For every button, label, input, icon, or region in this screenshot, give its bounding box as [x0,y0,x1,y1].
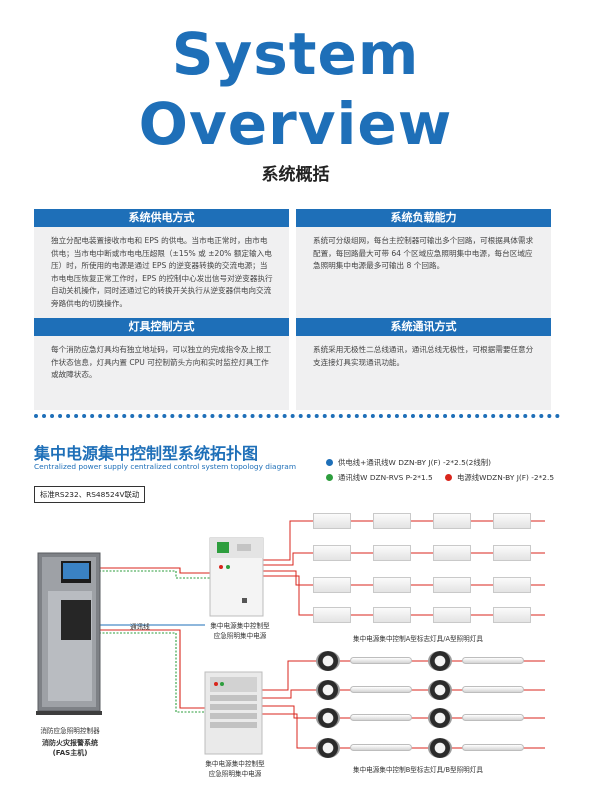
tube-light-fixture [350,714,412,721]
emergency-light-fixture [313,607,351,623]
emergency-light-fixture [493,545,531,561]
card-load-capacity: 系统负载能力 系统可分级组网，每台主控制器可输出多个回路，可根据具体需求配置，每… [296,209,551,330]
tube-light-fixture [462,686,524,693]
downlight-fixture [316,738,340,758]
green-dot-icon [326,474,333,481]
legend-label: 供电线+通讯线W DZN-BY J(F) -2*2.5(2线制) [338,458,492,467]
card-communication: 系统通讯方式 系统采用无极性二总线通讯，通讯总线无极性，可根据需要任意分支连接灯… [296,318,551,410]
emergency-light-fixture [313,545,351,561]
exit-sign-fixture [373,513,411,529]
card-lamp-control: 灯具控制方式 每个消防应急灯具均有独立地址码，可以独立的完成指令及上报工作状态信… [34,318,289,410]
exit-sign-fixture [313,577,351,593]
legend-item-comm: 通讯线W DZN-RVS P-2*1.5 [326,472,433,483]
group-b-caption: 集中电源集中控制B型标志灯具/B型照明灯具 [353,766,483,774]
emergency-light-fixture [373,607,411,623]
downlight-fixture [316,651,340,671]
tube-light-fixture [350,686,412,693]
downlight-fixture [428,738,452,758]
comm-line-label: 通讯线 [130,623,150,631]
card-body: 系统采用无极性二总线通讯，通讯总线无极性，可根据需要任意分支连接灯具实现通讯功能… [296,336,551,410]
topology-title: 集中电源集中控制型系统拓扑图 [34,444,259,463]
cable-controller-supply-a [99,567,210,579]
card-power-supply: 系统供电方式 独立分配电装置接收市电和 EPS 的供电。当市电正常时，由市电供电… [34,209,289,330]
supply-a-outputs [263,520,545,616]
dotted-divider [34,414,560,418]
emergency-light-fixture [493,607,531,623]
exit-sign-fixture [373,577,411,593]
supply-a-caption: 集中电源集中控制型 应急照明集中电源 [210,622,270,640]
emergency-light-fixture [373,545,411,561]
hero-subtitle: 系统概括 [261,165,330,185]
supply-a-cabinet [209,537,264,617]
fas-caption: 消防火灾报警系统 (FAS主机) [42,739,98,757]
exit-sign-fixture [433,577,471,593]
hero-title-line1: System [171,20,420,88]
exit-sign-fixture [493,513,531,529]
cable-controller-supply-b [99,629,205,713]
red-dot-icon [445,474,452,481]
group-a-caption: 集中电源集中控制A型标志灯具/A型照明灯具 [353,635,483,643]
topology-subtitle: Centralized power supply centralized con… [34,462,297,471]
hero-title-line2: Overview [138,90,453,158]
downlight-fixture [428,651,452,671]
downlight-fixture [316,708,340,728]
exit-sign-fixture [433,513,471,529]
tube-light-fixture [462,657,524,664]
tube-light-fixture [462,714,524,721]
legend-label: 电源线WDZN-BY J(F) -2*2.5 [457,473,555,482]
supply-b-caption: 集中电源集中控制型 应急照明集中电源 [205,760,265,778]
controller-cabinet [36,552,102,715]
standard-badge: 标准RS232、RS48524V联动 [34,486,146,503]
blue-dot-icon [326,459,333,466]
card-body: 独立分配电装置接收市电和 EPS 的供电。当市电正常时，由市电供电；当市电中断或… [34,227,289,330]
tube-light-fixture [350,744,412,751]
emergency-light-fixture [433,607,471,623]
card-title: 系统供电方式 [34,209,289,227]
supply-b-cabinet [204,671,263,755]
card-body: 系统可分级组网，每台主控制器可输出多个回路，可根据具体需求配置，每回路最大可带 … [296,227,551,330]
downlight-fixture [428,680,452,700]
legend-item-power: 电源线WDZN-BY J(F) -2*2.5 [445,472,554,483]
downlight-fixture [428,708,452,728]
card-body: 每个消防应急灯具均有独立地址码，可以独立的完成指令及上报工作状态信息，灯具内置 … [34,336,289,410]
emergency-light-fixture [433,545,471,561]
exit-sign-fixture [313,513,351,529]
legend-label: 通讯线W DZN-RVS P-2*1.5 [338,473,433,482]
downlight-fixture [316,680,340,700]
tube-light-fixture [350,657,412,664]
card-title: 系统负载能力 [296,209,551,227]
card-title: 灯具控制方式 [34,318,289,336]
controller-caption: 消防应急照明控制器 [40,727,100,735]
card-title: 系统通讯方式 [296,318,551,336]
legend-item-supply-comm: 供电线+通讯线W DZN-BY J(F) -2*2.5(2线制) [326,457,491,468]
tube-light-fixture [462,744,524,751]
supply-b-outputs [262,660,545,749]
exit-sign-fixture [493,577,531,593]
